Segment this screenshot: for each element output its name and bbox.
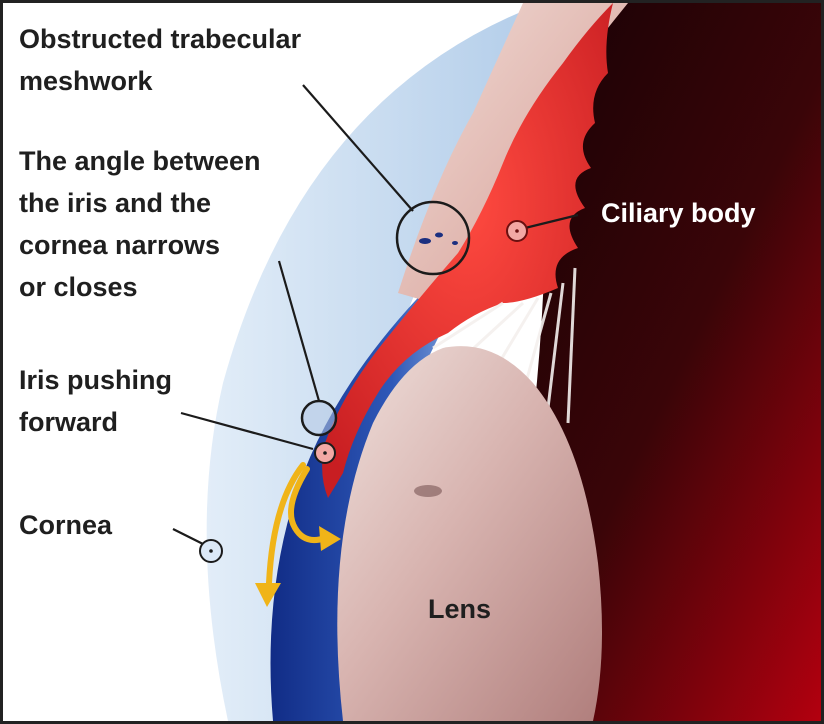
label-trabecular-line1: Obstructed trabecular <box>19 24 302 54</box>
flow-arrowhead-curl <box>319 526 341 551</box>
label-lens: Lens <box>428 594 491 624</box>
iris-callout-dot <box>323 451 327 455</box>
angle-callout-circle <box>300 399 338 437</box>
label-iris-line2: forward <box>19 407 118 437</box>
ciliary-callout-dot <box>515 229 519 233</box>
lens-mark <box>414 485 442 497</box>
lens <box>337 346 602 721</box>
label-iris-line1: Iris pushing <box>19 365 172 395</box>
flow-arrowhead-down <box>255 583 281 607</box>
label-angle-line4: or closes <box>19 272 138 302</box>
trabecular-meshwork-marks <box>419 232 458 245</box>
leader-lines <box>172 84 579 545</box>
trabecular-callout-circle <box>395 200 471 276</box>
label-trabecular-line2: meshwork <box>19 66 154 96</box>
aqueous-flow-arrows <box>266 462 328 586</box>
label-angle-line1: The angle between <box>19 146 261 176</box>
cornea-callout-dot <box>209 549 213 553</box>
eye-anatomy-illustration: Obstructed trabecular meshwork The angle… <box>19 3 821 721</box>
label-angle-line2: the iris and the <box>19 188 211 218</box>
label-cornea: Cornea <box>19 510 113 540</box>
label-angle-line3: cornea narrows <box>19 230 220 260</box>
label-ciliary-body: Ciliary body <box>601 198 756 228</box>
